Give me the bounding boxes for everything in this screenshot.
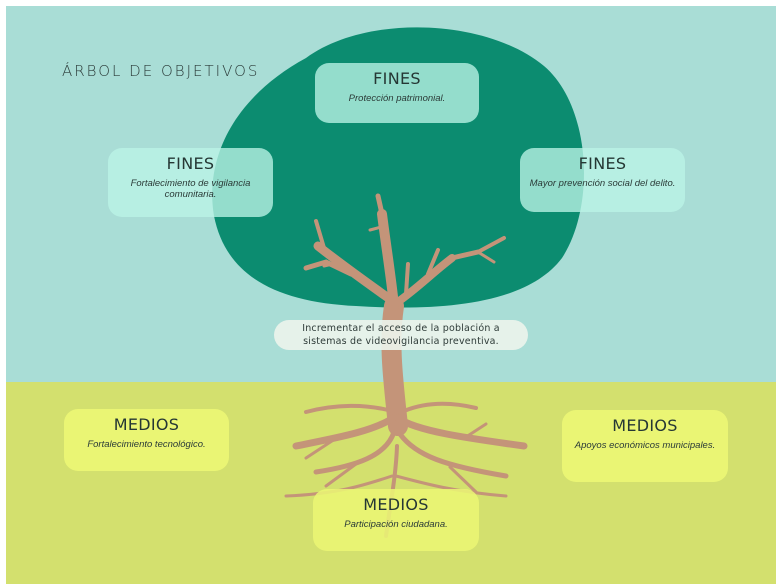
fin-heading: FINES	[166, 154, 215, 173]
medio-text: Fortalecimiento tecnológico.	[87, 439, 206, 450]
fin-text: Mayor prevención social del delito.	[529, 178, 676, 189]
medio-heading: MEDIOS	[113, 415, 180, 434]
fin-text: Protección patrimonial.	[348, 93, 446, 104]
central-goal: Incrementar el acceso de la población a …	[274, 320, 528, 350]
medio-heading: MEDIOS	[363, 495, 429, 514]
goal-line-2: sistemas de videovigilancia preventiva.	[303, 336, 499, 347]
medio-heading: MEDIOS	[612, 416, 678, 435]
diagram-title: ÁRBOL DE OBJETIVOS	[62, 62, 260, 80]
medio-box-left: MEDIOS Fortalecimiento tecnológico.	[64, 409, 229, 471]
fin-heading: FINES	[578, 154, 627, 173]
medio-box-right: MEDIOS Apoyos económicos municipales.	[562, 410, 728, 482]
fin-heading: FINES	[373, 69, 421, 88]
fin-text: Fortalecimiento de vigilancia comunitari…	[130, 178, 251, 200]
medio-text: Participación ciudadana.	[344, 519, 448, 530]
fin-box-top: FINES Protección patrimonial.	[315, 63, 479, 123]
tree-illustration	[212, 27, 584, 538]
fin-box-left: FINES Fortalecimiento de vigilancia comu…	[108, 148, 273, 217]
diagram-canvas: ÁRBOL DE OBJETIVOS FINES Protección patr…	[6, 6, 776, 584]
medio-box-bottom: MEDIOS Participación ciudadana.	[313, 489, 479, 551]
fin-box-right: FINES Mayor prevención social del delito…	[520, 148, 685, 212]
medio-text: Apoyos económicos municipales.	[574, 440, 716, 451]
tree-canopy	[212, 27, 584, 308]
goal-line-1: Incrementar el acceso de la población a	[302, 323, 500, 334]
tree-roots	[284, 401, 528, 538]
